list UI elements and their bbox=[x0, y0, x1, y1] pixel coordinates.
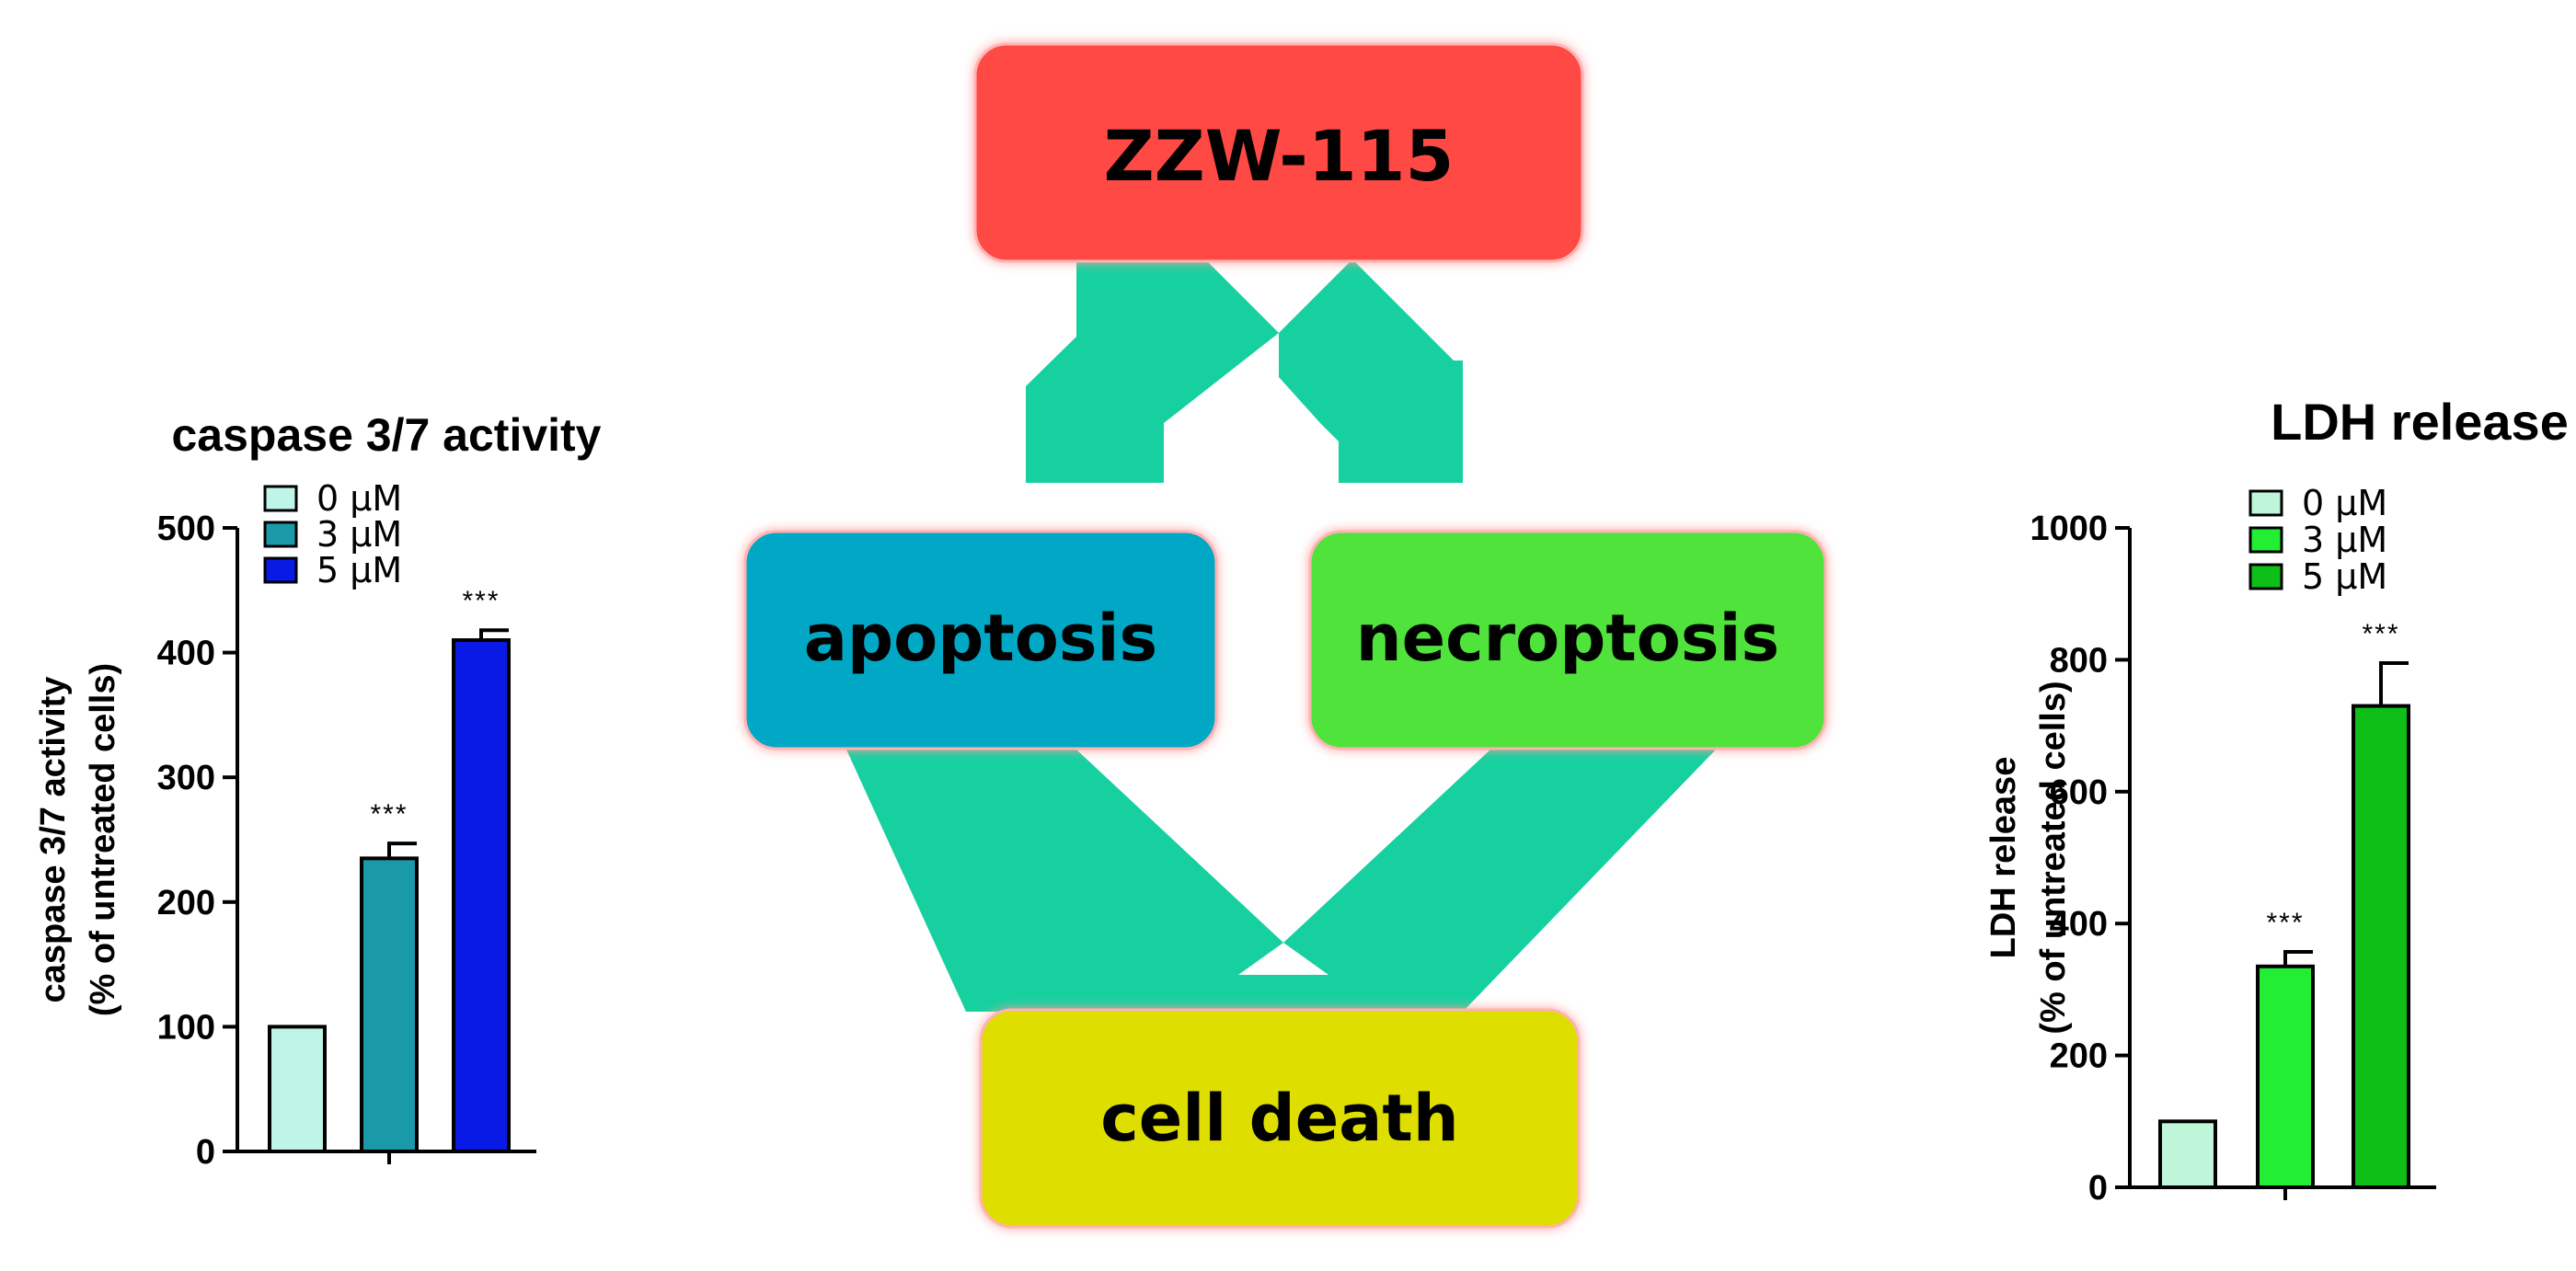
apoptosis-label: apoptosis bbox=[804, 601, 1157, 676]
legend-label: 3 µM bbox=[316, 514, 402, 555]
bar bbox=[360, 856, 419, 1154]
zzw-115-box: ZZW-115 bbox=[973, 42, 1584, 263]
significance-label: *** bbox=[370, 799, 408, 830]
y-tick-label: 600 bbox=[2050, 773, 2108, 812]
significance-label: *** bbox=[462, 586, 500, 616]
legend-label: 5 µM bbox=[316, 550, 402, 590]
y-tick-label: 1000 bbox=[2030, 510, 2108, 548]
legend-swatch bbox=[263, 556, 298, 584]
bar bbox=[2352, 704, 2410, 1189]
y-tick-label: 0 bbox=[2088, 1169, 2108, 1208]
y-axis-label: (% of untreated cells) bbox=[84, 663, 122, 1016]
pathway-diagram: ZZW-115 apoptosis necroptosis cell death bbox=[743, 42, 1827, 1229]
arrow-necroptosis-to-center bbox=[1283, 750, 1716, 1012]
bar bbox=[268, 1025, 327, 1154]
cell-death-box: cell death bbox=[979, 1008, 1581, 1229]
y-axis-label: LDH release bbox=[1984, 757, 2023, 959]
legend-swatch bbox=[2248, 526, 2283, 554]
necroptosis-box: necroptosis bbox=[1308, 530, 1827, 750]
legend-swatch bbox=[263, 521, 298, 548]
y-tick-label: 100 bbox=[157, 1008, 215, 1047]
legend-label: 3 µM bbox=[2302, 520, 2387, 560]
significance-label: *** bbox=[2362, 619, 2399, 649]
zzw-115-label: ZZW-115 bbox=[1104, 115, 1455, 197]
chart-title: LDH release bbox=[2271, 393, 2569, 451]
bar bbox=[2158, 1119, 2217, 1190]
y-tick-label: 200 bbox=[2050, 1037, 2108, 1076]
y-tick-label: 300 bbox=[157, 759, 215, 797]
legend-swatch bbox=[2248, 563, 2283, 590]
bar bbox=[2256, 964, 2315, 1190]
y-tick-label: 0 bbox=[196, 1133, 215, 1172]
apoptosis-box: apoptosis bbox=[743, 530, 1218, 750]
caspase-chart: caspase 3/7 activity 0 100 200 300 400 500 casp… bbox=[34, 409, 602, 1172]
y-tick-label: 200 bbox=[157, 884, 215, 922]
y-tick-label: 500 bbox=[157, 510, 215, 548]
legend-label: 0 µM bbox=[316, 478, 402, 519]
necroptosis-label: necroptosis bbox=[1356, 601, 1779, 676]
chart-title: caspase 3/7 activity bbox=[172, 409, 602, 461]
y-tick-label: 800 bbox=[2050, 641, 2108, 680]
arrow-to-necroptosis bbox=[1279, 259, 1463, 483]
y-axis-label: caspase 3/7 activity bbox=[34, 677, 73, 1003]
legend-label: 0 µM bbox=[2302, 483, 2387, 523]
bar bbox=[452, 638, 511, 1153]
significance-label: *** bbox=[2266, 908, 2304, 938]
y-tick-label: 400 bbox=[157, 635, 215, 673]
legend-label: 5 µM bbox=[2302, 556, 2387, 597]
y-tick-label: 400 bbox=[2050, 905, 2108, 944]
arrow-apoptosis-to-center bbox=[846, 750, 1283, 1012]
legend-swatch bbox=[263, 485, 298, 512]
y-axis-label: (% of untreated cells) bbox=[2034, 681, 2073, 1034]
legend-swatch bbox=[2248, 489, 2283, 517]
cell-death-label: cell death bbox=[1100, 1081, 1458, 1156]
arrow-to-apoptosis bbox=[1026, 232, 1279, 483]
